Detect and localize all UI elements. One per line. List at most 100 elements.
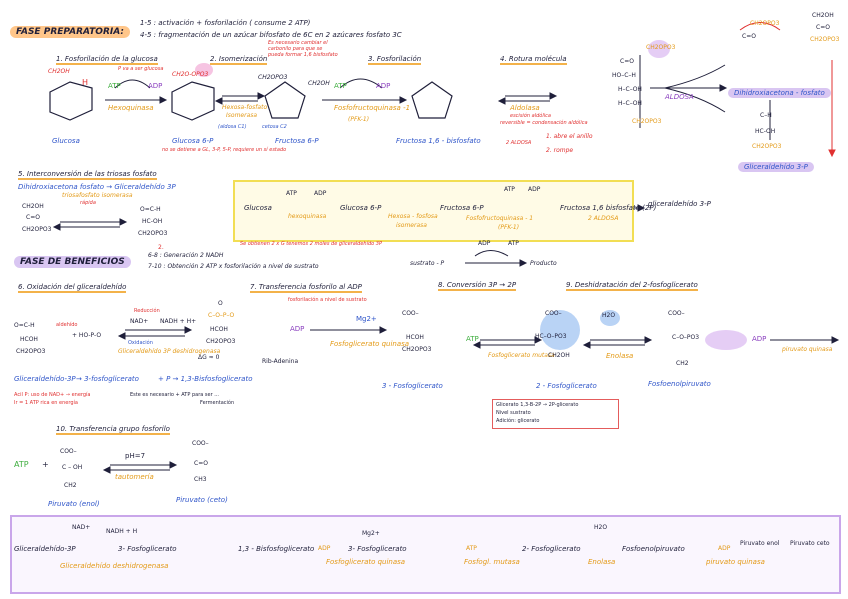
fin-gdh: Gliceraldehído deshidrogenasa [60,562,169,570]
fin-pgk: Fosfoglicerato quinasa [326,558,406,566]
sum-pfk: Fosfofructoquinasa - 1 [466,215,534,222]
s9-adp: ADP [752,335,767,343]
step-1-title: 1. Fosforilación de la glucosa [56,55,158,65]
triosa-isomerasa: triosafosfato isomerasa [62,192,133,199]
aldosa-2-label: 2 ALDOSA [506,140,532,146]
pfk-label: Fosfofructoquinasa -1 [334,104,411,112]
s6-hcoh: HCOH [20,336,38,343]
header-line-2: 4-5 : fragmentación de un azúcar bifosfa… [140,31,402,39]
fin-nad: NAD+ [72,524,91,531]
h2o-highlight [600,310,620,326]
mutasa-highlight [540,310,580,350]
s6-hopo: + HO-P-O [72,332,102,339]
s7-adp: ADP [290,325,305,333]
pg2-label: 2 - Fosfoglicerato [536,382,597,390]
step-10-title: 10. Transferencia grupo fosforilo [56,425,170,435]
cetosa-c2-label: cetosa C2 [262,124,287,130]
fin-nadh: NADH + H [106,528,138,535]
beneficios-atp: ATP [508,240,519,247]
ceto-ch3: CH3 [194,476,207,483]
sum-adp2: ADP [528,186,541,193]
piruvato-ceto-label: Piruvato (ceto) [176,496,228,504]
aldolasa-note-1: escisión aldólica [510,113,551,119]
open-chain-hcoh-2: H–C–OH [618,100,642,107]
s6-note-d: Fermentación [200,400,235,406]
g3p-seq-arrow-2: + P → 1,3-Bisfosfoglicerato [158,375,253,383]
s10-atp: ATP [14,460,29,469]
glucose6p-ring [171,81,215,121]
dhap-co: C=O [742,33,756,40]
s6-note-c: Este es necesario + ATP para ser ... [130,392,220,398]
sum-adp: ADP [314,190,327,197]
hexosa-fosfato-label: Hexosa-fosfato [222,104,268,111]
s6-ch2opo3: CH2OPO3 [16,348,46,355]
g3p-hcoh: HC-OH [755,128,776,135]
s6-nad: NAD+ [130,318,149,325]
g3p-label: Gliceraldehído 3-P [738,162,814,172]
pg3-label: 3 - Fosfoglicerato [382,382,443,390]
fin-bpg: 1,3 - Bisfosfoglicerato [238,545,315,553]
dhap-ch2opo3-2: CH2OPO3 [810,36,840,43]
pfk-abbr-label: (PFK-1) [348,116,370,123]
step-5-title: 5. Interconversión de las triosas fosfat… [18,170,157,180]
s10-ph: pH=7 [125,452,146,460]
final-summary-box [10,515,841,594]
hexoquinasa-label: Hexoquinasa [108,104,154,112]
aldosa-step-1: 1. abre el anillo [546,133,593,140]
rapida-note: rápida [80,200,96,206]
step-7-title: 7. Transferencia fosforilo al ADP [250,283,362,293]
g3p-ch: C–H [760,112,772,119]
glucose-h: H [82,78,89,87]
sum-atp: ATP [286,190,297,197]
sum-aldosa: 2 ALDOSA [588,215,619,222]
s5-och: O=C-H [140,206,161,213]
g3p-seq: Gliceraldehído-3P [14,375,76,383]
acyl-c-o-p: C–O–P–O [208,312,235,319]
s9-enolasa: Enolasa [606,352,634,360]
dhap-ch2oh: CH2OH [812,12,834,19]
s5-note-2: 2. [158,244,164,251]
pg2-ch2oh: CH2OH [548,352,570,359]
s6-reduccion: Reducción [134,308,160,314]
aldolasa-label: Aldolasa [510,104,540,112]
open-chain-ch2opo3: CH2OPO3 [646,44,676,51]
note-box-line-3: Adición: glicerato [496,418,540,424]
isomerasa-label: Isomerasa [226,112,258,119]
note-box-line-2: Nivel sustrato [496,410,531,416]
enol-coh: C – OH [62,464,83,471]
sum-g3p: gliceraldehído 3-P [648,200,711,208]
beneficios-adp: ADP [478,240,491,247]
isomerization-note: Es necesario cambiar el carbonilo para q… [268,40,338,58]
fase-preparatoria-title: FASE PREPARATORIA: [10,26,130,38]
s8-pgm: Fosfoglicerato mutasa [488,352,555,359]
s7-pgk: Fosfoglicerato quinasa [330,340,410,348]
s6-note-a: Acil P: uso de NAD+ → energía [14,392,91,398]
step-6-title: 6. Oxidación del gliceraldehído [18,283,127,293]
fructose6p-ring [264,81,306,119]
pg3-hcoh: HCOH [406,334,424,341]
sum-atp2: ATP [504,186,515,193]
fin-enolasa: Enolasa [588,558,616,566]
fin-adp: ADP [318,545,331,552]
sum-hexosa: Hexosa - fosfosa [388,213,438,220]
fin-g3p: Gliceraldehído-3P [14,545,76,553]
sum-pfk-abbr: (PFK-1) [498,224,520,231]
s6-note-b: Ir = 1 ATP rica en energía [14,400,78,406]
s6-nadh: NADH + H+ [160,318,197,325]
sum-glucosa6p: Glucosa 6-P [340,204,382,212]
pg2-coo: COO– [545,310,562,317]
pep-ch2: CH2 [676,360,689,367]
aldosa-c1-label: (aldosa C1) [218,124,247,130]
fin-pir-enol: Piruvato enol [740,540,780,547]
enol-ch2: CH2 [64,482,77,489]
fin-pg3: 3- Fosfoglicerato [118,545,177,553]
aldosa-arrow-label: ALDOSA [665,93,694,101]
fin-mg: Mg2+ [362,530,380,537]
fructose16-ring [411,81,453,119]
note-box [492,399,619,429]
adp-step3: ADP [376,82,391,90]
phosphate-highlight [195,63,213,77]
s8-atp: ATP [466,335,479,343]
aldolasa-note-2: reversible = condensación aldólica [500,120,588,126]
glucose6p-ch2o: CH2O-OPO3 [172,71,209,78]
